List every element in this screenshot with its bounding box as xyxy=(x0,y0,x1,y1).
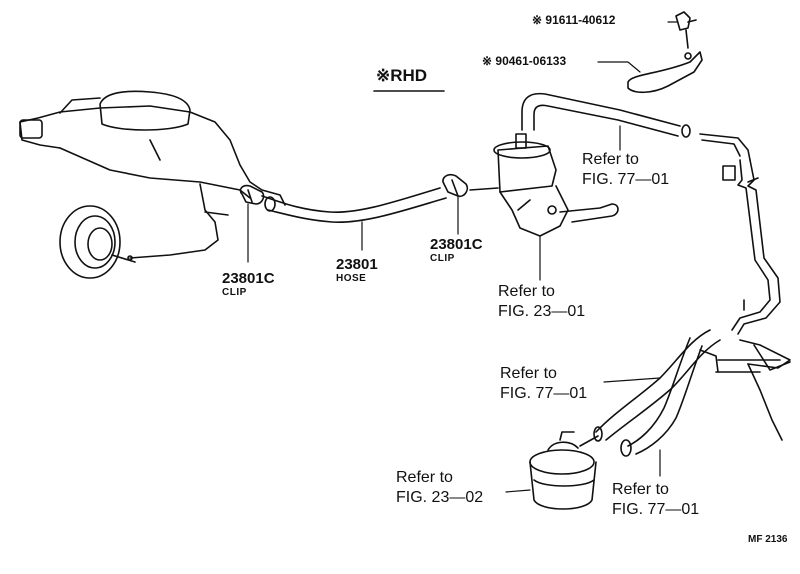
clip-left-shape xyxy=(239,184,265,205)
ref-fig23-01-line2: FIG. 23—01 xyxy=(498,303,586,320)
fuel-filter xyxy=(529,431,599,510)
ref-fig77-top-line2: FIG. 77—01 xyxy=(582,171,670,188)
part-90461-number[interactable]: 90461-06133 xyxy=(495,54,567,68)
fuel-hose xyxy=(261,187,447,223)
ref-fig23-02-line2: FIG. 23—02 xyxy=(396,489,484,506)
ref-fig23-01[interactable]: Refer to FIG. 23—01 xyxy=(498,282,585,322)
hose-number[interactable]: 23801 xyxy=(336,256,378,273)
part-90461-mark: ※ xyxy=(482,54,493,68)
ref-fig77-bot-line1: Refer to xyxy=(612,481,669,498)
part-90461: ※ 90461-06133 xyxy=(482,54,566,68)
ref-fig77-top-line1: Refer to xyxy=(582,151,639,168)
rhd-mark: ※ xyxy=(376,66,391,85)
pipe-bracket-lower xyxy=(715,339,791,441)
canister xyxy=(59,205,136,279)
part-hose: 23801 HOSE xyxy=(336,256,378,284)
ref-fig77-mid[interactable]: Refer to FIG. 77—01 xyxy=(500,364,587,404)
fuel-pump xyxy=(469,133,619,237)
clip-mid-shape xyxy=(442,173,469,198)
fuel-line-right xyxy=(722,159,781,335)
part-91611-mark: ※ xyxy=(532,13,543,27)
ref-fig77-bot[interactable]: Refer to FIG. 77—01 xyxy=(612,480,699,520)
rhd-text: RHD xyxy=(390,66,428,85)
clip-left-number[interactable]: 23801C xyxy=(222,270,275,287)
ref-fig77-mid-line2: FIG. 77—01 xyxy=(500,385,588,402)
return-pipe xyxy=(521,92,751,161)
rhd-label: ※RHD xyxy=(376,66,427,86)
part-clip-left: 23801C CLIP xyxy=(222,270,275,298)
part-clip-mid: 23801C CLIP xyxy=(430,236,483,264)
ref-fig23-02[interactable]: Refer to FIG. 23—02 xyxy=(396,468,483,508)
filter-hoses xyxy=(593,329,721,457)
part-91611-number[interactable]: 91611-40612 xyxy=(545,13,616,27)
leader-lines xyxy=(247,21,679,493)
clip-mid-desc: CLIP xyxy=(430,253,455,264)
ref-fig77-mid-line1: Refer to xyxy=(500,365,557,382)
clip-left-desc: CLIP xyxy=(222,287,247,298)
hose-desc: HOSE xyxy=(336,273,367,284)
clip-mid-number[interactable]: 23801C xyxy=(430,236,483,253)
ref-fig77-top[interactable]: Refer to FIG. 77—01 xyxy=(582,150,669,190)
carburetor-assembly xyxy=(19,90,286,259)
part-91611: ※ 91611-40612 xyxy=(532,13,615,27)
bracket-bolt xyxy=(627,11,703,94)
figure-code: MF 2136 xyxy=(748,534,788,545)
ref-fig23-01-line1: Refer to xyxy=(498,283,555,300)
ref-fig77-bot-line2: FIG. 77—01 xyxy=(612,501,700,518)
ref-fig23-02-line1: Refer to xyxy=(396,469,453,486)
